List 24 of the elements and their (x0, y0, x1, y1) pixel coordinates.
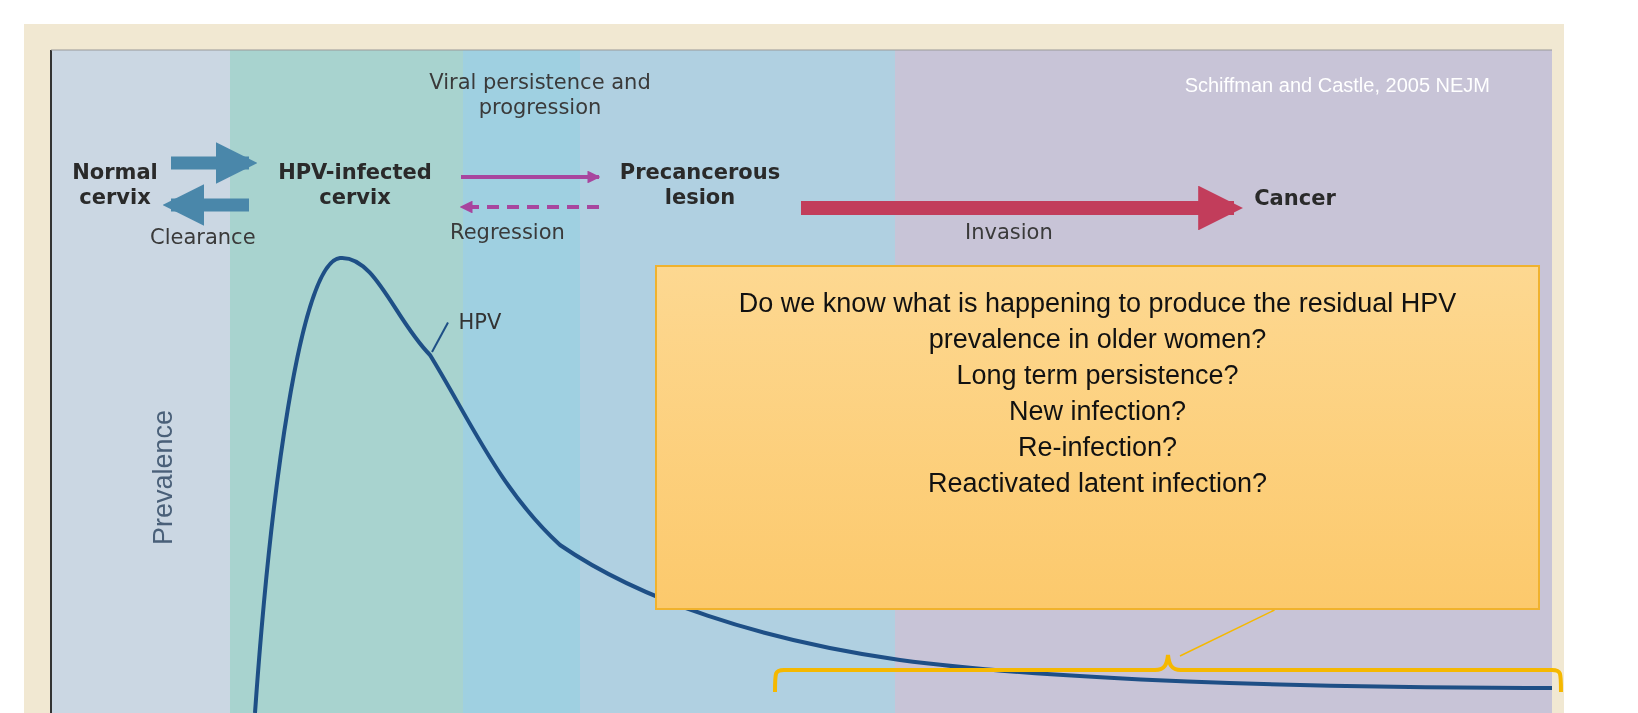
callout-text: Long term persistence? (956, 359, 1239, 392)
arrow (801, 185, 1243, 231)
arrow (461, 170, 601, 184)
leader-line (431, 321, 449, 353)
stage-label: Precancerous lesion (605, 160, 795, 210)
edge-label: Clearance (150, 225, 256, 250)
callout-text: New infection? (1008, 395, 1187, 428)
stage-label: HPV-infected cervix (255, 160, 455, 210)
callout-box (655, 265, 1540, 610)
edge-label: Invasion (965, 220, 1053, 245)
stage-label: Normal cervix (65, 160, 165, 210)
edge-label: Viral persistence and progression (428, 70, 652, 120)
citation: Schiffman and Castle, 2005 NEJM (1183, 74, 1490, 97)
arrow (459, 200, 599, 214)
callout-text: Re-infection? (1017, 431, 1178, 464)
axis-label: Prevalence (148, 410, 179, 546)
leader-line (1179, 609, 1276, 657)
edge-label: Regression (450, 220, 565, 245)
stage-label: Cancer (1240, 186, 1350, 211)
arrow (171, 142, 258, 184)
curve-label: HPV (450, 310, 510, 335)
arrow (162, 184, 249, 226)
callout-text: Reactivated latent infection? (927, 467, 1268, 500)
callout-text: Do we know what is happening to produce the residual HPV prevalence in older women? (737, 287, 1458, 356)
